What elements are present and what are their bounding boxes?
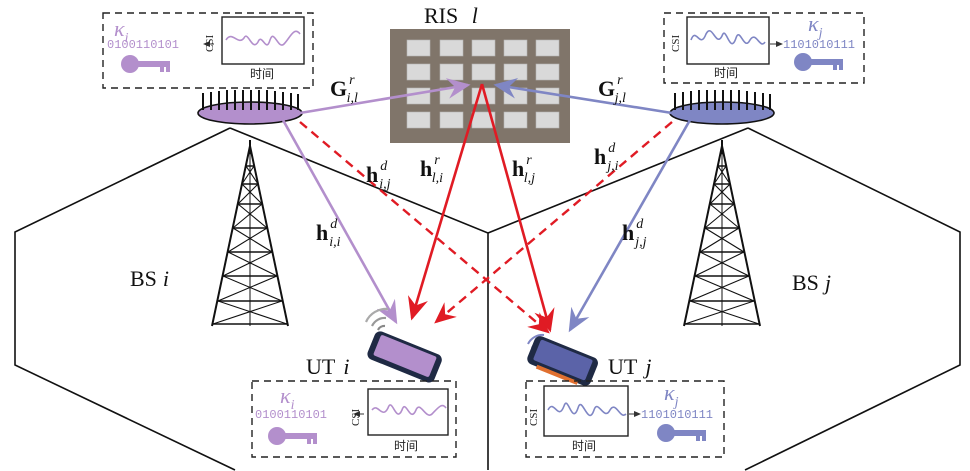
key-box-ut-i: κi 0100110101 CSI 时间 xyxy=(251,380,457,458)
tower-bs-j xyxy=(683,139,761,327)
arrow-h-ji xyxy=(434,121,673,324)
csi-label: CSI xyxy=(528,409,540,426)
key-box-bs-i: κi 0100110101 CSI 时间 xyxy=(102,12,314,89)
kappa-symbol: κj xyxy=(808,11,823,41)
phone-ut-i xyxy=(364,307,442,383)
arrow-h-lj xyxy=(480,83,555,333)
key-icon xyxy=(268,427,317,445)
key-box-ut-j: CSI 时间 1101010111 κj xyxy=(525,380,725,458)
kappa-symbol: κi xyxy=(114,16,129,46)
arrow-h-li xyxy=(407,83,484,321)
key-bits: 1101010111 xyxy=(641,408,713,422)
key-icon xyxy=(121,55,170,73)
ris-name: RIS xyxy=(424,3,458,28)
ris-panel xyxy=(390,29,570,143)
key-icon xyxy=(657,424,706,442)
channel-arrows xyxy=(281,77,692,334)
antenna-array-bs-j xyxy=(669,90,775,125)
csi-label: CSI xyxy=(204,35,216,52)
key-bits: 0100110101 xyxy=(107,38,179,52)
time-label: 时间 xyxy=(250,67,274,81)
cell-boundaries xyxy=(14,127,961,471)
arrow-h-ij xyxy=(299,121,550,334)
csi-label: CSI xyxy=(350,409,362,426)
csi-label: CSI xyxy=(670,35,682,52)
key-bits: 0100110101 xyxy=(255,408,327,422)
phone-ut-j xyxy=(527,333,598,386)
time-label: 时间 xyxy=(572,439,596,453)
kappa-symbol: κj xyxy=(664,380,679,410)
wifi-icon xyxy=(371,316,387,327)
key-icon xyxy=(794,53,843,71)
tower-bs-i xyxy=(211,139,289,327)
time-label: 时间 xyxy=(714,66,738,80)
ris-label: RIS l xyxy=(424,3,478,28)
antenna-array-bs-i xyxy=(197,90,303,125)
arrow-h-jj xyxy=(568,119,692,333)
time-label: 时间 xyxy=(394,439,418,453)
key-box-bs-j: CSI 时间 1101010111 κj xyxy=(663,11,865,84)
kappa-symbol: κi xyxy=(280,383,295,413)
arrow-G-il xyxy=(299,78,471,115)
arrow-G-jl xyxy=(493,77,673,115)
ris-index: l xyxy=(472,3,478,28)
arrow-h-ii xyxy=(281,119,398,325)
key-bits: 1101010111 xyxy=(783,38,855,52)
